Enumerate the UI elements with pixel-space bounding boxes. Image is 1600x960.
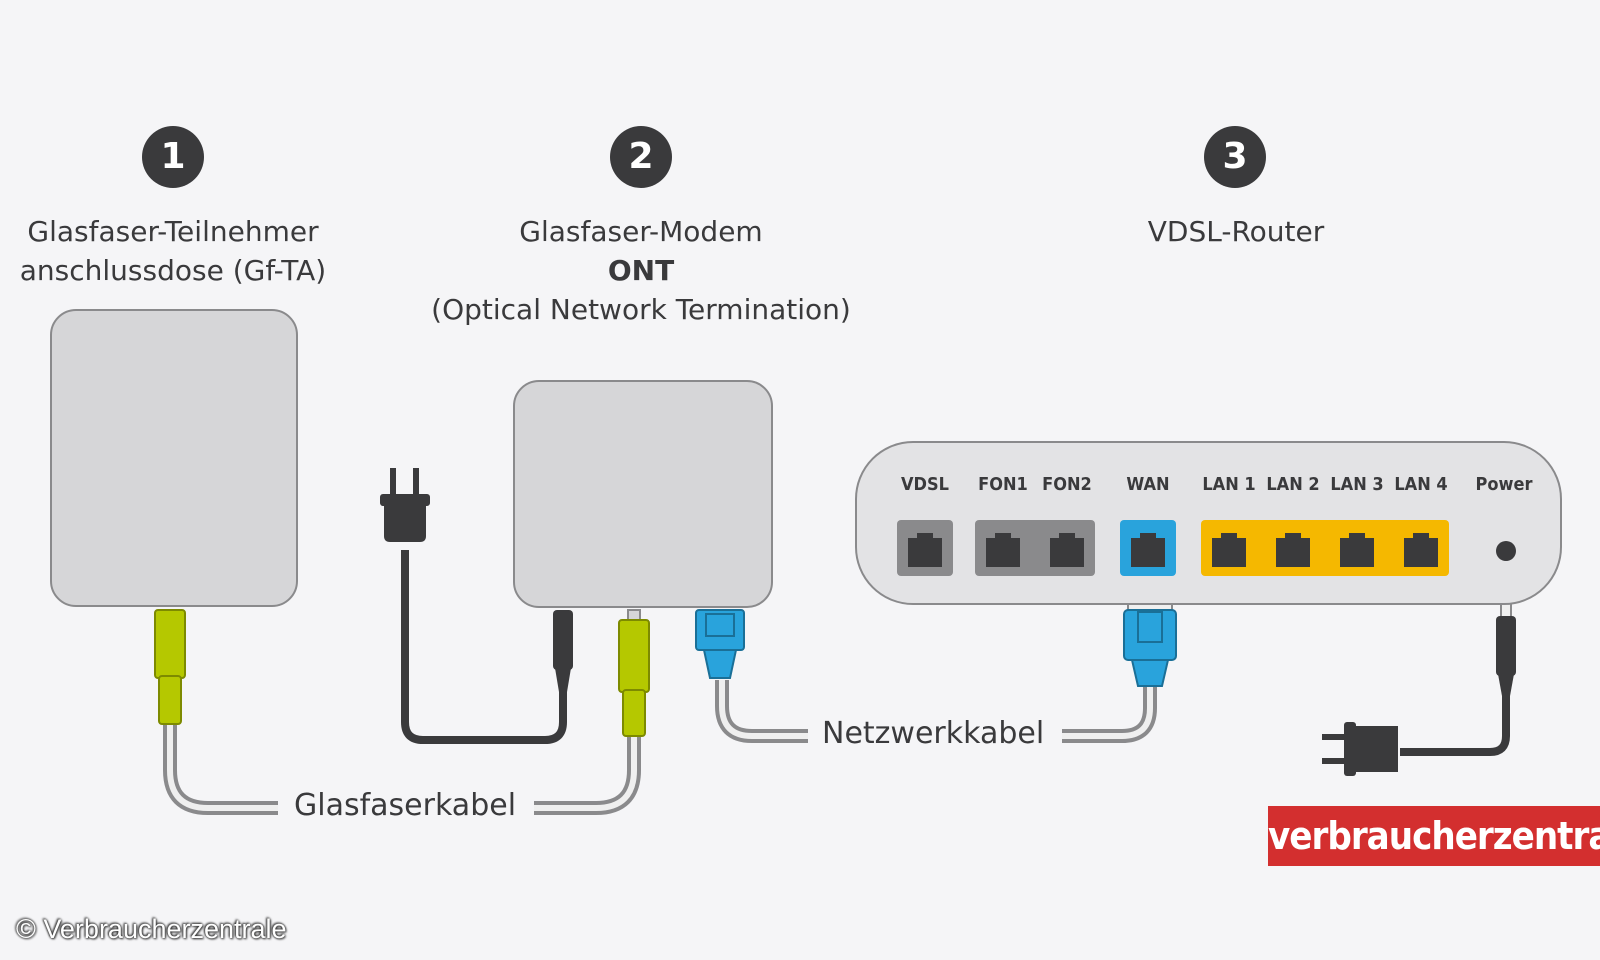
router-power-plug: [1322, 722, 1398, 776]
step-3-title-line1: VDSL-Router: [1147, 215, 1325, 248]
ont-power-connector: [553, 610, 573, 692]
router-power-connector: [1496, 599, 1516, 696]
port-label-lan4: LAN 4: [1394, 474, 1448, 495]
step-2-badge: 2: [610, 126, 672, 188]
port-label-lan2: LAN 2: [1266, 474, 1320, 495]
fiber-cable-label: Glasfaserkabel: [294, 788, 517, 823]
step-1-title-line1: Glasfaser-Teilnehmer: [27, 215, 319, 248]
port-lan1: [1212, 533, 1246, 567]
copyright-notice: © Verbraucherzentrale: [16, 914, 287, 944]
step-1-title: Glasfaser-Teilnehmer anschlussdose (Gf-T…: [0, 212, 346, 290]
port-power: [1496, 541, 1516, 561]
port-fon2: [1050, 533, 1084, 567]
ont-box: [513, 380, 773, 608]
step-2-title-line3: (Optical Network Termination): [431, 293, 851, 326]
step-3-badge: 3: [1204, 126, 1266, 188]
port-lan3: [1340, 533, 1374, 567]
rj45-plug-ont: [695, 609, 745, 679]
port-label-fon2: FON2: [1042, 474, 1092, 495]
ont-power-plug: [380, 468, 430, 542]
port-label-fon1: FON1: [978, 474, 1028, 495]
step-1-badge: 1: [142, 126, 204, 188]
port-fon1: [986, 533, 1020, 567]
port-lan2: [1276, 533, 1310, 567]
step-1-title-line2: anschlussdose (Gf-TA): [19, 254, 327, 287]
ont-power-cable: [401, 550, 567, 744]
port-lan4: [1404, 533, 1438, 567]
step-2-title-line1: Glasfaser-Modem: [519, 215, 763, 248]
port-label-vdsl: VDSL: [901, 474, 949, 495]
step-2-title-line2: ONT: [607, 254, 675, 287]
port-label-lan3: LAN 3: [1330, 474, 1384, 495]
port-lan-group: [1201, 520, 1449, 576]
port-label-power: Power: [1475, 474, 1533, 495]
step-3-title: VDSL-Router: [1060, 212, 1412, 251]
fiber-connector-ont: [618, 609, 650, 737]
network-cable-label: Netzwerkkabel: [822, 716, 1045, 751]
port-label-lan1: LAN 1: [1202, 474, 1256, 495]
step-2-title: Glasfaser-Modem ONT (Optical Network Ter…: [402, 212, 880, 329]
port-label-wan: WAN: [1126, 474, 1170, 495]
gfta-box: [50, 309, 298, 607]
fiber-connector-gfta: [154, 609, 186, 725]
router-power-cable: [1400, 696, 1510, 756]
brand-logo: verbraucherzentrale: [1268, 806, 1600, 866]
